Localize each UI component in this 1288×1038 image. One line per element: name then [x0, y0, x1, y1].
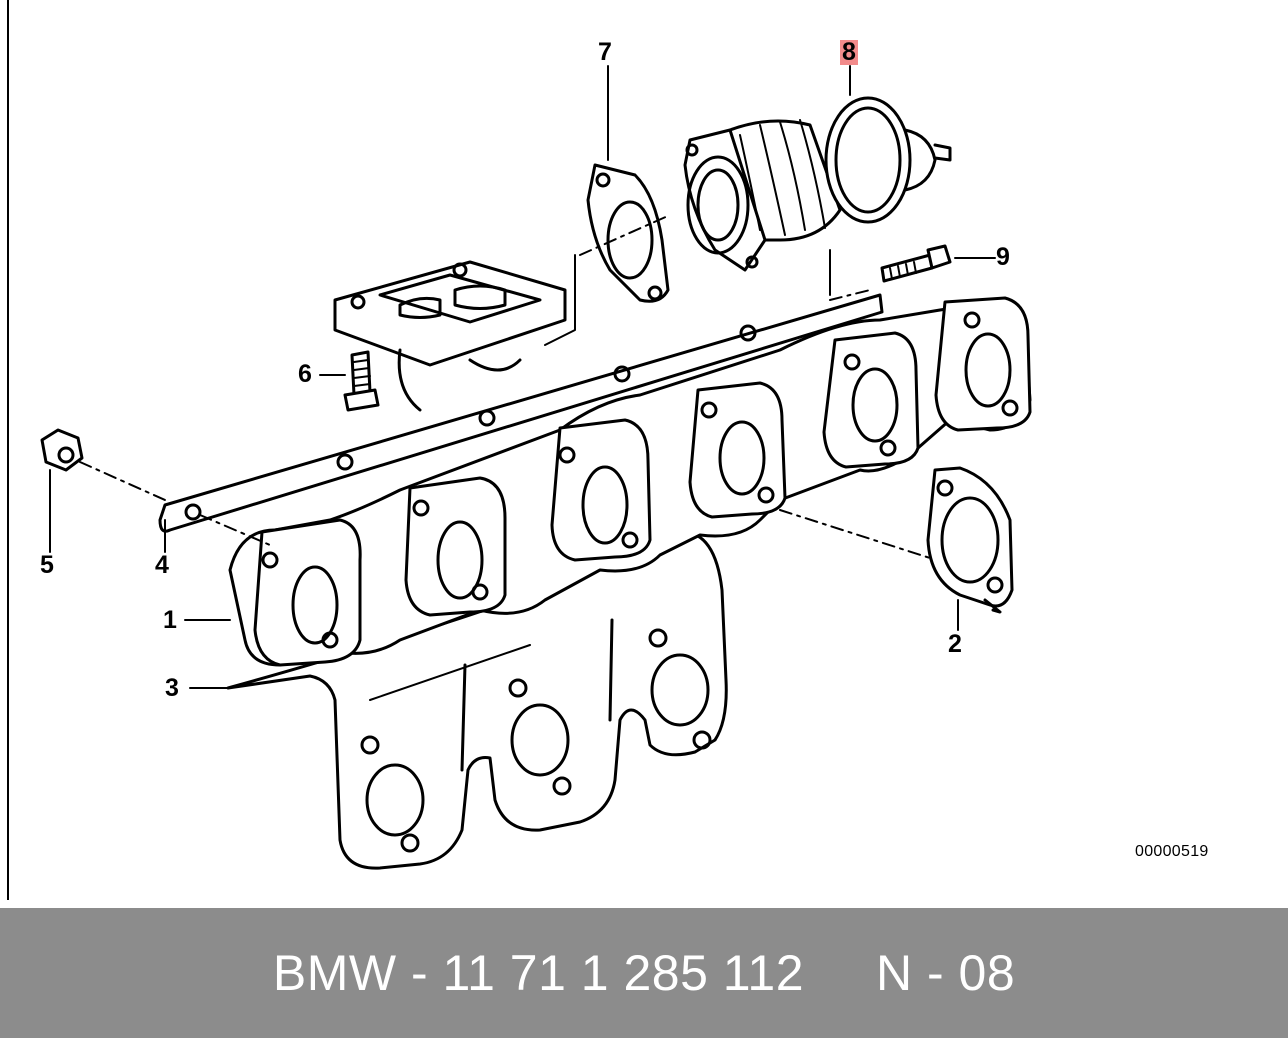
exhaust-flange-part: [333, 260, 567, 412]
flange-gasket-part: [586, 163, 670, 303]
port-gasket-part: [926, 466, 1014, 614]
left-border-line: [7, 0, 9, 900]
callout-7: 7: [598, 38, 612, 66]
parts-diagram: 7 8 9 6 5 4 1 2 3 00000519: [7, 0, 1209, 900]
leader-lines: [49, 65, 996, 689]
callout-1: 1: [163, 606, 177, 634]
callout-4: 4: [155, 551, 169, 579]
callout-5: 5: [40, 551, 54, 579]
callout-3: 3: [165, 674, 179, 702]
exhaust-manifold-part: [228, 296, 1032, 667]
exhaust-valve-part: [683, 96, 952, 272]
support-bracket-part: [158, 293, 884, 533]
callout-2: 2: [948, 630, 962, 658]
hex-nut-part: [40, 428, 84, 472]
callout-9: 9: [996, 243, 1010, 271]
callout-6: 6: [298, 360, 312, 388]
diagram-reference-code: 00000519: [1135, 843, 1209, 860]
exhaust-manifold-drawing: [40, 65, 1032, 870]
hex-bolt-part: [343, 350, 380, 412]
part-number-footer: BMW - 11 71 1 285 112 N - 08: [0, 908, 1288, 1038]
long-bolt-part: [880, 244, 952, 283]
callout-8-highlighted: 8: [840, 38, 858, 66]
part-number-text: BMW - 11 71 1 285 112 N - 08: [272, 945, 1016, 1001]
